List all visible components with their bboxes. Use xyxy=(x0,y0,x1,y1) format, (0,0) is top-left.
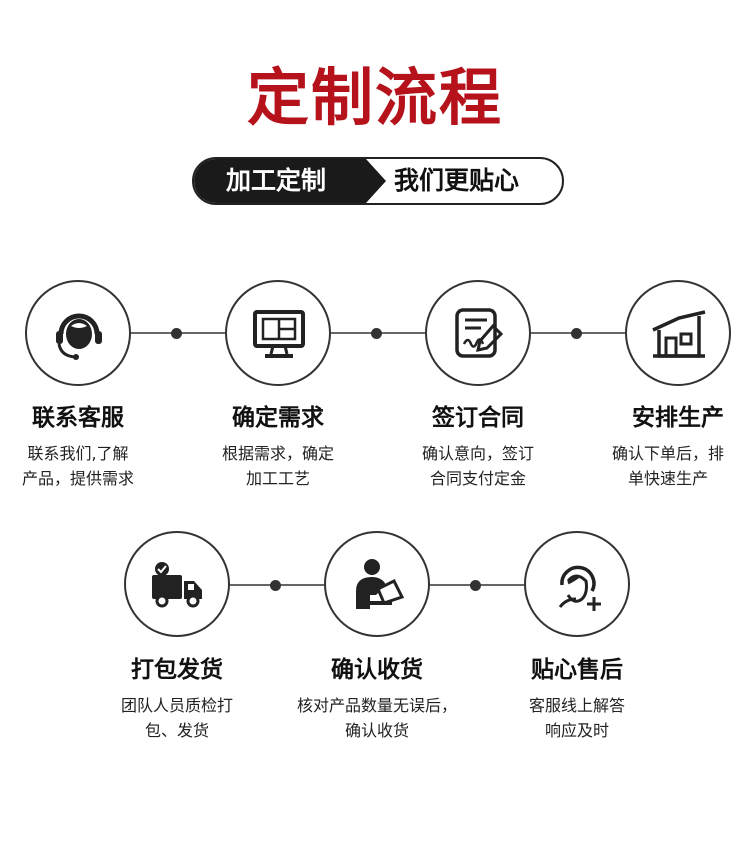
step-desc-line: 核对产品数量无误后， xyxy=(296,696,457,715)
subtitle-pill: 加工定制 我们更贴心 xyxy=(192,157,564,205)
step-description: 确认下单后，排 单快速生产 xyxy=(578,441,750,491)
step-title: 确定需求 xyxy=(232,405,324,431)
step-desc-line: 响应及时 xyxy=(544,721,609,740)
headset-icon xyxy=(56,313,102,360)
step-title: 安排生产 xyxy=(632,405,724,431)
connector-dot xyxy=(470,580,481,591)
monitor-icon xyxy=(253,310,305,358)
step-title: 联系客服 xyxy=(32,405,124,431)
step-description: 确认意向，签订 合同支付定金 xyxy=(388,441,568,491)
step-desc-line: 单快速生产 xyxy=(627,469,708,488)
step-description: 根据需求，确定 加工工艺 xyxy=(188,441,368,491)
step-icon-circle xyxy=(625,280,731,386)
connector-dot xyxy=(270,580,281,591)
step-icon-circle xyxy=(225,280,331,386)
step-title: 签订合同 xyxy=(432,405,524,431)
step-desc-line: 包、发货 xyxy=(144,721,209,740)
receiver-icon xyxy=(356,559,405,609)
step-desc-line: 客服线上解答 xyxy=(528,696,625,715)
connector-dot xyxy=(571,328,582,339)
step-desc-line: 确认收货 xyxy=(344,721,409,740)
step-desc-line: 确认下单后，排 xyxy=(611,444,724,463)
step-desc-line: 产品，提供需求 xyxy=(21,469,134,488)
step-desc-line: 加工工艺 xyxy=(245,469,310,488)
step-icon-circle xyxy=(425,280,531,386)
step-title: 贴心售后 xyxy=(531,657,623,683)
step-description: 客服线上解答 响应及时 xyxy=(487,693,667,743)
step-desc-line: 联系我们,了解 xyxy=(27,444,129,463)
connector-dot xyxy=(171,328,182,339)
support-agent-icon xyxy=(558,565,601,611)
contract-icon xyxy=(455,308,504,358)
step-icon-circle xyxy=(324,531,430,637)
step-icon-circle xyxy=(25,280,131,386)
step-desc-line: 确认意向，签订 xyxy=(421,444,534,463)
step-title: 打包发货 xyxy=(131,657,223,683)
delivery-truck-icon xyxy=(152,562,202,608)
connector-dot xyxy=(371,328,382,339)
step-icon-circle xyxy=(124,531,230,637)
pill-left-label: 加工定制 xyxy=(194,159,386,203)
page-title: 定制流程 xyxy=(246,61,503,134)
step-description: 团队人员质检打 包、发货 xyxy=(87,693,267,743)
factory-icon xyxy=(652,310,706,358)
step-description: 联系我们,了解 产品，提供需求 xyxy=(0,441,168,491)
step-desc-line: 合同支付定金 xyxy=(429,469,526,488)
step-description: 核对产品数量无误后， 确认收货 xyxy=(277,693,477,743)
step-icon-circle xyxy=(524,531,630,637)
step-title: 确认收货 xyxy=(331,657,423,683)
step-desc-line: 根据需求，确定 xyxy=(221,444,334,463)
step-desc-line: 团队人员质检打 xyxy=(120,696,233,715)
pill-right-label: 我们更贴心 xyxy=(394,166,520,195)
